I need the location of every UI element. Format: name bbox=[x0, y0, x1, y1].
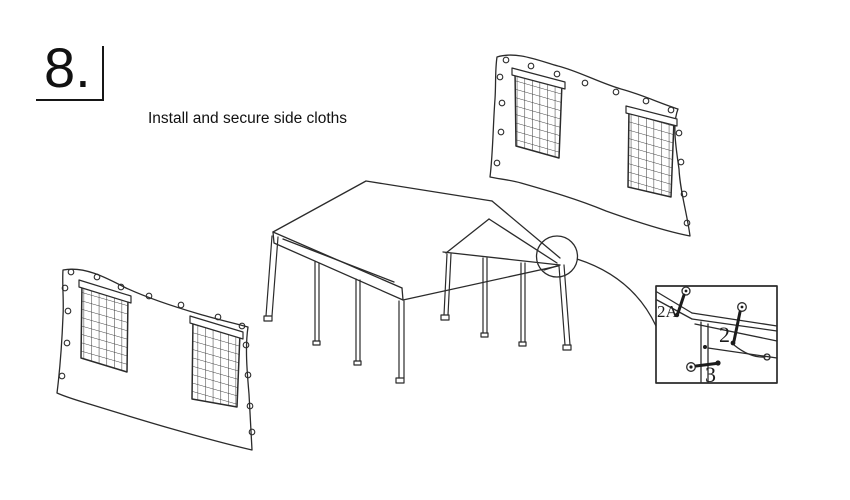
canopy-legs bbox=[263, 235, 572, 384]
detail-label-3: 3 bbox=[705, 362, 716, 387]
grommets bbox=[493, 56, 691, 227]
detail-callout-circle bbox=[535, 235, 579, 278]
ball-bungee-2a bbox=[674, 286, 691, 318]
mesh-window bbox=[189, 315, 244, 408]
side-cloth-panel-bottom-left bbox=[56, 268, 256, 451]
ball-bungee-3 bbox=[686, 360, 721, 372]
mesh-window bbox=[511, 67, 566, 159]
grommets bbox=[58, 268, 256, 436]
detail-label-2a: 2A bbox=[657, 302, 679, 321]
step-number: 8. bbox=[44, 36, 91, 99]
detail-leader-line bbox=[576, 258, 657, 327]
ball-bungee-2 bbox=[730, 302, 747, 346]
mesh-window bbox=[78, 279, 132, 373]
side-cloth-panel-top-right bbox=[489, 54, 691, 237]
mesh-window bbox=[625, 105, 678, 198]
detail-inset-box bbox=[655, 285, 778, 384]
step-title: Install and secure side cloths bbox=[148, 110, 348, 127]
detail-label-2: 2 bbox=[719, 322, 730, 347]
step-number-box bbox=[36, 46, 104, 101]
canopy-frame-illustration bbox=[263, 180, 572, 384]
